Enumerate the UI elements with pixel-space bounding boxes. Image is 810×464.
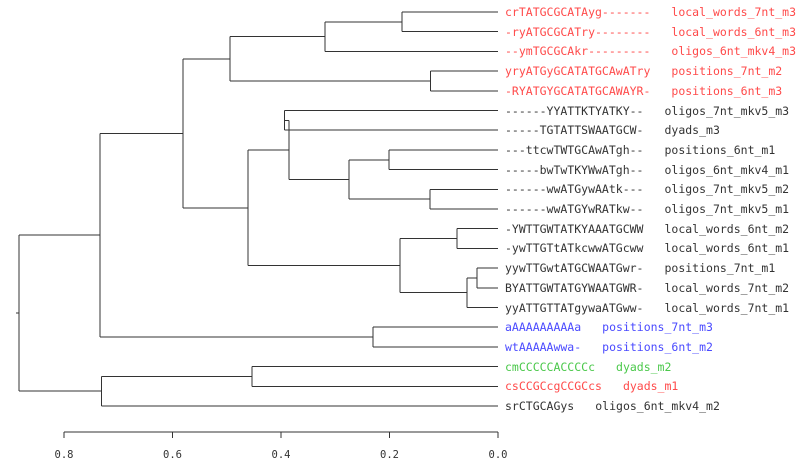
motif-name: local_words_7nt_m2: [664, 280, 790, 295]
motif-consensus: -ywTTGTtATkcwwATGcww: [505, 241, 644, 256]
leaf-label: ---ttcwTWTGCAwATgh-- positions_6nt_m1: [505, 143, 775, 157]
leaf-label: crTATGCGCATAyg------- local_words_7nt_m3: [505, 5, 796, 19]
leaf-label: BYATTGWTATGYWAATGWR-local_words_7nt_m2: [505, 281, 789, 295]
motif-consensus: BYATTGWTATGYWAATGWR-: [505, 280, 644, 295]
motif-consensus: -----TGTATTSWAATGCW-: [505, 123, 644, 138]
motif-name: local_words_7nt_m1: [664, 300, 790, 315]
motif-name: positions_6nt_m2: [602, 339, 713, 354]
motif-consensus: yryATGyGCATATGCAwATry: [505, 64, 651, 79]
motif-consensus: yywTTGwtATGCWAATGwr-: [505, 261, 644, 276]
motif-consensus: --ymTGCGCAkr---------: [505, 44, 651, 59]
motif-name: oligos_6nt_mkv4_m1: [664, 162, 790, 177]
leaf-label: -ryATGCGCATry-------- local_words_6nt_m3: [505, 25, 796, 39]
x-tick-label: 0.2: [380, 449, 399, 461]
leaf-label: cmCCCCCACCCCc dyads_m2: [505, 360, 671, 374]
motif-consensus: ------wwATGYwRATkw--: [505, 202, 644, 216]
x-tick-label: 0.4: [271, 449, 291, 461]
motif-consensus: ------YYATTKTYATKY--: [505, 103, 644, 118]
x-tick-label: 0.8: [54, 449, 74, 461]
motif-name: positions_6nt_m3: [671, 83, 783, 98]
motif-consensus: yyATTGTTATgywaATGww-: [505, 300, 644, 315]
x-tick-label: 0.0: [488, 449, 508, 461]
leaf-label: ------wwATGYwRATkw-- oligos_7nt_mkv5_m1: [505, 202, 789, 216]
motif-name: oligos_7nt_mkv5_m2: [664, 182, 790, 197]
leaf-label: yyATTGTTATgywaATGww-local_words_7nt_m1: [505, 301, 789, 315]
leaf-label: -----TGTATTSWAATGCW-dyads_m3: [505, 123, 720, 137]
motif-consensus: -RYATGYGCATATGCAWAYR-: [505, 83, 651, 98]
motif-consensus: ------wwATGywAAtk---: [505, 182, 644, 197]
motif-consensus: srCTGCAGys: [505, 399, 575, 413]
motif-name: local_words_7nt_m3: [671, 5, 797, 19]
motif-consensus: -----bwTwTKYWwATgh--: [505, 162, 644, 177]
motif-consensus: wtAAAAAwwa-: [505, 339, 582, 354]
leaf-label: -ywTTGTtATkcwwATGcww local_words_6nt_m1: [505, 241, 789, 255]
leaf-label: -----bwTwTKYWwATgh-- oligos_6nt_mkv4_m1: [505, 163, 789, 177]
leaf-label: ------YYATTKTYATKY-- oligos_7nt_mkv5_m3: [505, 104, 789, 118]
motif-name: oligos_7nt_mkv5_m1: [664, 202, 790, 216]
motif-name: local_words_6nt_m2: [664, 221, 790, 236]
leaf-label: --ymTGCGCAkr--------- oligos_6nt_mkv4_m3: [505, 44, 796, 58]
motif-consensus: ---ttcwTWTGCAwATgh--: [505, 142, 644, 157]
motif-consensus: csCCGCcgCCGCcs: [505, 379, 602, 394]
leaf-label: srCTGCAGys oligos_6nt_mkv4_m2: [505, 399, 720, 413]
leaf-label: ------wwATGywAAtk--- oligos_7nt_mkv5_m2: [505, 182, 789, 196]
motif-name: positions_7nt_m2: [671, 64, 783, 79]
x-tick-label: 0.6: [163, 449, 182, 461]
motif-consensus: -YWTTGWTATKYAAATGCWW: [505, 221, 644, 236]
motif-consensus: aAAAAAAAAAa: [505, 320, 582, 335]
motif-name: dyads_m2: [616, 359, 672, 374]
motif-consensus: -ryATGCGCATry--------: [505, 24, 651, 39]
motif-name: oligos_6nt_mkv4_m2: [595, 399, 720, 413]
leaf-label: yryATGyGCATATGCAwATry positions_7nt_m2: [505, 64, 782, 78]
leaf-label: wtAAAAAwwa-positions_6nt_m2: [505, 340, 713, 354]
leaf-label: -RYATGYGCATATGCAWAYR-positions_6nt_m3: [505, 84, 782, 98]
motif-name: positions_7nt_m3: [602, 320, 713, 335]
leaf-label: aAAAAAAAAAa positions_7nt_m3: [505, 320, 713, 334]
leaf-label: -YWTTGWTATKYAAATGCWW local_words_6nt_m2: [505, 222, 789, 236]
motif-name: positions_6nt_m1: [664, 142, 776, 157]
motif-consensus: crTATGCGCATAyg-------: [505, 5, 651, 19]
motif-name: dyads_m3: [664, 123, 720, 138]
motif-name: positions_7nt_m1: [664, 261, 776, 276]
motif-name: local_words_6nt_m1: [664, 241, 790, 256]
motif-consensus: cmCCCCCACCCCc: [505, 359, 596, 374]
motif-name: local_words_6nt_m3: [671, 24, 797, 39]
leaf-label: yywTTGwtATGCWAATGwr-positions_7nt_m1: [505, 261, 775, 275]
motif-name: oligos_6nt_mkv4_m3: [671, 44, 797, 59]
motif-name: oligos_7nt_mkv5_m3: [664, 103, 790, 118]
motif-name: dyads_m1: [622, 379, 679, 394]
leaf-label: csCCGCcgCCGCcs dyads_m1: [505, 379, 678, 393]
